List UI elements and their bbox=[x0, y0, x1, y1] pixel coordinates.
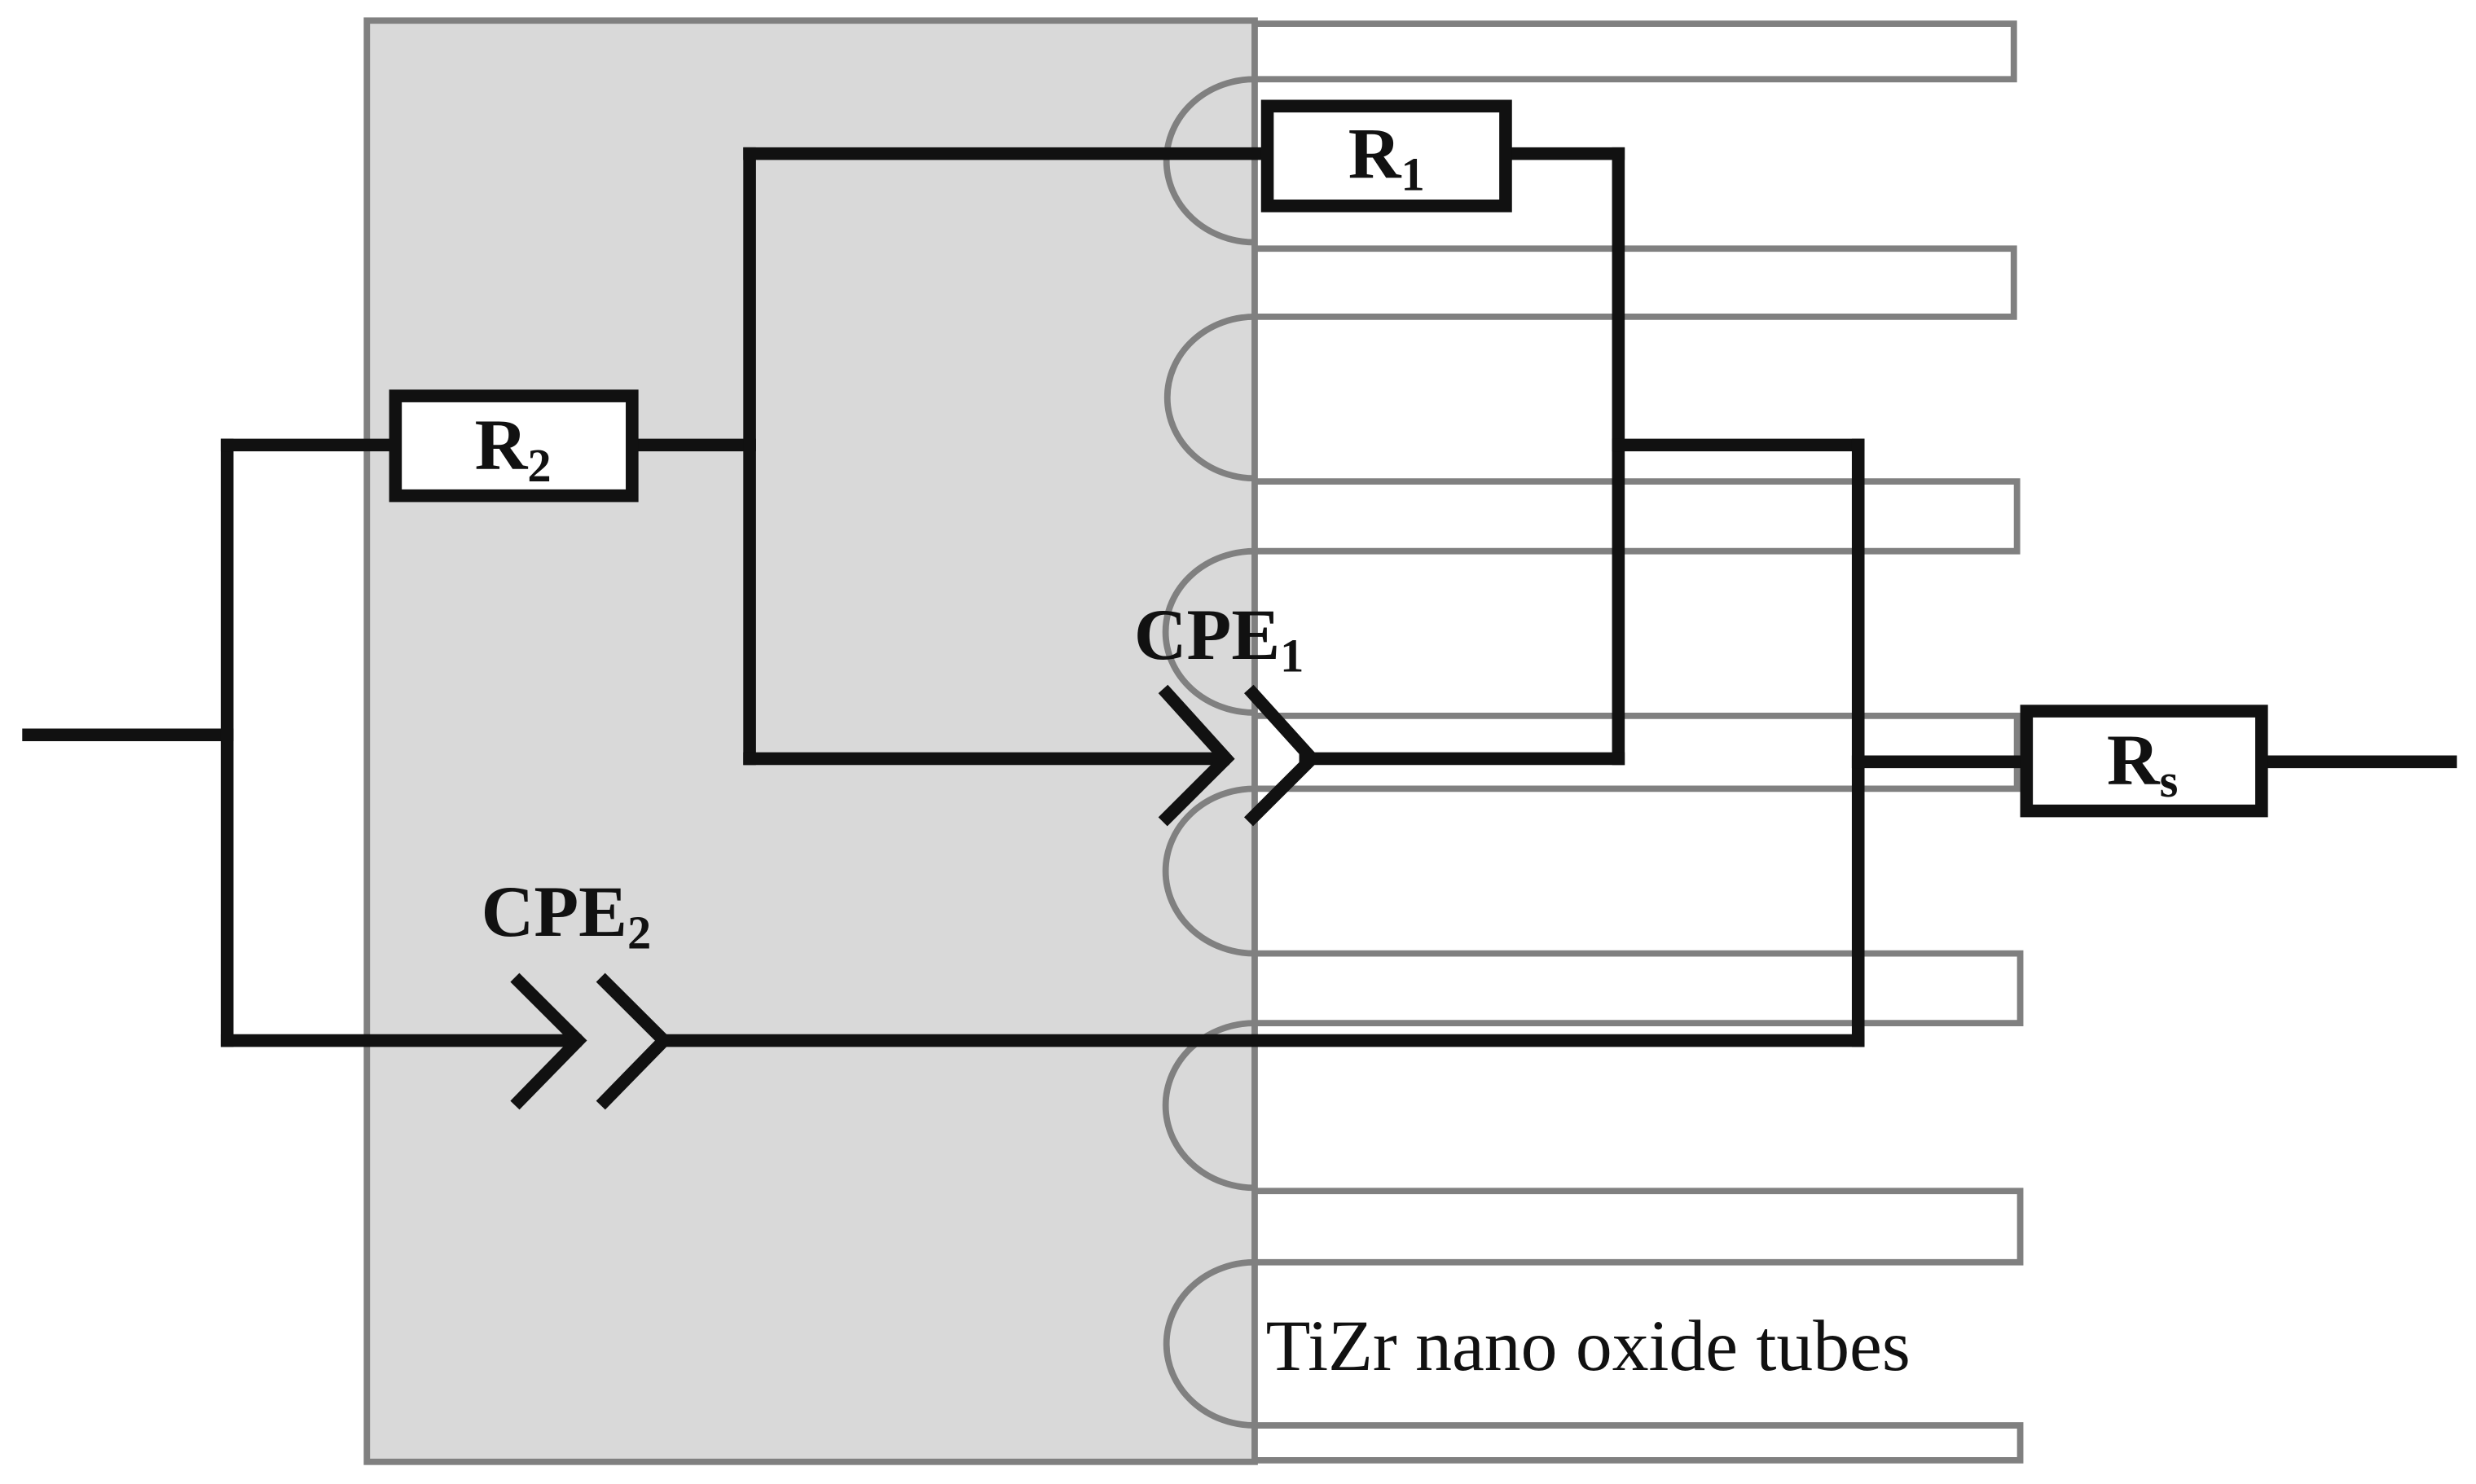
tube-pore-bottom bbox=[1162, 785, 1255, 957]
rs-label: Rs bbox=[2107, 720, 2179, 807]
r1-resistor bbox=[1260, 99, 1512, 213]
tube-pore-bottom bbox=[1162, 1020, 1255, 1192]
r2-label: R2 bbox=[475, 405, 552, 492]
cpe1-symbol bbox=[1158, 684, 1321, 827]
rs-resistor bbox=[2020, 705, 2268, 818]
r2-resistor bbox=[389, 389, 639, 503]
oxide-barrier-layer bbox=[363, 17, 1258, 1465]
tube-wall bbox=[1254, 950, 2024, 1027]
tube-wall bbox=[1254, 1188, 2024, 1266]
tube-pore-bottom bbox=[1163, 1258, 1255, 1429]
circuit-wires bbox=[22, 147, 2457, 1047]
tube-wall bbox=[1254, 245, 2017, 320]
nanotube-caption: TiZr nano oxide tubes bbox=[1266, 1306, 1911, 1386]
tube-pore-bottom bbox=[1162, 547, 1255, 716]
tube-wall bbox=[1254, 478, 2021, 555]
cpe2-symbol bbox=[510, 973, 673, 1110]
tube-pore-bottom bbox=[1163, 76, 1255, 246]
r1-label: R1 bbox=[1348, 113, 1425, 200]
nanotube-walls bbox=[1162, 20, 2024, 1464]
tube-wall bbox=[1254, 20, 2017, 83]
cpe2-label: CPE2 bbox=[482, 872, 652, 959]
tube-wall bbox=[1254, 1422, 2024, 1464]
cpe1-label: CPE1 bbox=[1134, 595, 1304, 682]
tube-wall bbox=[1254, 713, 2021, 792]
tube-pore-bottom bbox=[1163, 314, 1255, 482]
